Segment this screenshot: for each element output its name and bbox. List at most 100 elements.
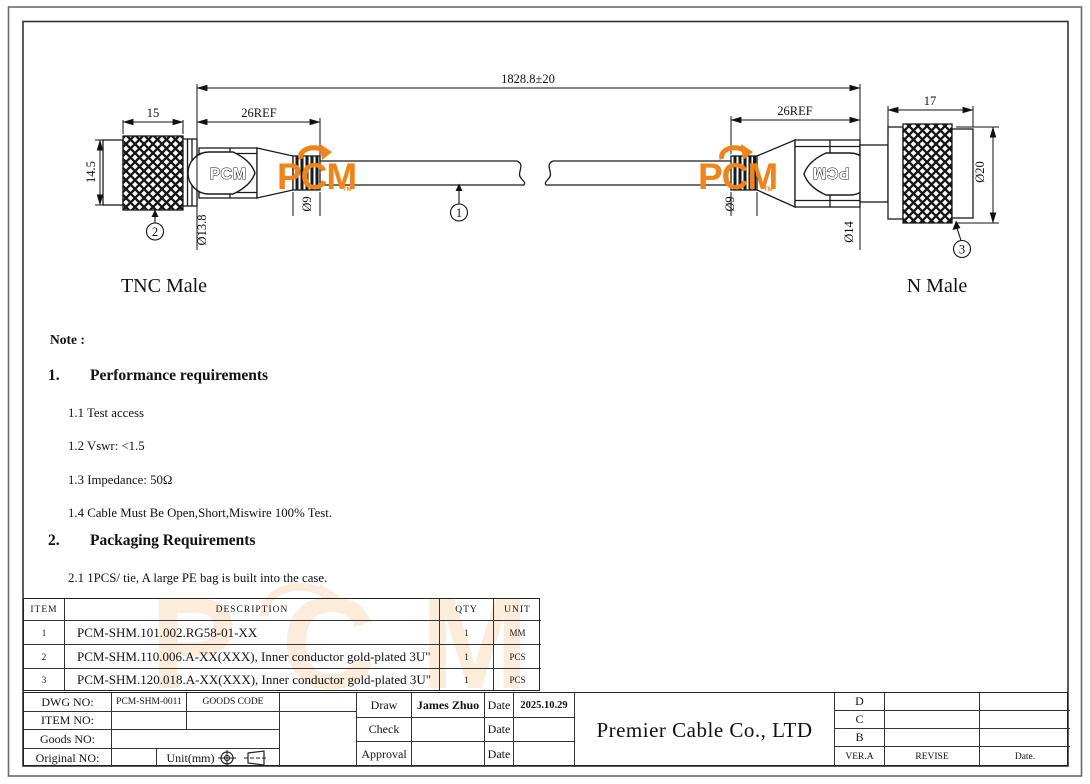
empty-cell	[280, 693, 357, 712]
knurl-right	[902, 123, 953, 224]
bom-header-unit: UNIT	[494, 599, 541, 621]
bom-row-item: 2	[24, 645, 65, 669]
rev-date	[980, 711, 1070, 729]
section-1-heading: 1. Performance requirements	[48, 367, 268, 385]
bom-row-item: 1	[24, 621, 65, 645]
dwg-no-label: DWG NO:	[24, 693, 112, 712]
balloon-3: 3	[959, 243, 965, 257]
dim-overall: 1828.8±20	[501, 72, 555, 86]
notes-title: Note :	[50, 332, 85, 347]
bom-row-unit: PCS	[509, 674, 526, 685]
bom-row-item: 3	[24, 669, 65, 690]
note-item-1-3: 1.3 Impedance: 50Ω	[68, 473, 173, 487]
emboss-text-right: PCM	[812, 164, 849, 181]
dim-right-width: 17	[924, 94, 937, 108]
bom-table: ITEM DESCRIPTION QTY UNIT 1 PCM-SHM.101.…	[23, 598, 541, 691]
bom-header-description: DESCRIPTION	[65, 599, 440, 621]
n-connector-drawing: PCM	[730, 123, 974, 224]
bom-row-qty: 1	[440, 621, 494, 645]
original-no-label: Original NO:	[24, 749, 112, 767]
draw-name: James Zhuo	[412, 693, 485, 718]
balloon-2: 2	[152, 225, 158, 239]
section-2-number: 2.	[48, 532, 60, 549]
check-name	[412, 718, 485, 742]
note-item-1-4: 1.4 Cable Must Be Open,Short,Miswire 100…	[68, 506, 333, 520]
approval-label: Approval	[357, 742, 412, 767]
original-no-value	[112, 749, 157, 767]
watermark-logo: PCM	[150, 570, 574, 716]
svg-text:PCM: PCM	[150, 570, 574, 716]
bom-header-item: ITEM	[24, 599, 65, 621]
pcm-logo-left: PCM TM	[277, 144, 357, 197]
dia-outer-right: Ø20	[973, 161, 987, 183]
sheet-border	[7, 6, 1083, 777]
ver-label: VER.A	[835, 747, 885, 767]
dim-left-ref: 26REF	[241, 106, 276, 120]
dia-boot-right: Ø9	[723, 196, 737, 211]
label-n-male: N Male	[907, 275, 968, 297]
section-1-title: Performance requirements	[90, 367, 269, 384]
check-date-value	[514, 718, 575, 742]
company-name: Premier Cable Co., LTD	[575, 693, 835, 767]
item-no-label: ITEM NO:	[24, 712, 112, 730]
knurl-left	[122, 135, 184, 211]
projection-symbol-icon	[217, 750, 268, 766]
note-item-1-1: 1.1 Test access	[68, 406, 144, 420]
revise-label: REVISE	[885, 747, 980, 767]
note-item-2-1: 2.1 1PCS/ tie, A large PE bag is built i…	[68, 571, 328, 585]
dia-coupling: Ø13.8	[195, 215, 209, 246]
unit-label: Unit(mm)	[166, 750, 215, 765]
note-item-1-2: 1.2 Vswr: <1.5	[68, 439, 145, 453]
check-label: Check	[357, 718, 412, 742]
emboss-badge-left: PCM	[187, 151, 256, 195]
approval-name	[412, 742, 485, 767]
rev-letter-d: D	[835, 693, 885, 711]
empty-cell	[280, 712, 357, 767]
title-block: DWG NO: PCM-SHM-0011 GOODS CODE ITEM NO:…	[23, 692, 1070, 767]
bom-row-description: PCM-SHM.120.018.A-XX(XXX), Inner conduct…	[65, 669, 440, 690]
balloon-1: 1	[456, 206, 462, 220]
dim-left-height: 14.5	[84, 161, 98, 183]
bom-row-qty: 1	[440, 645, 494, 669]
label-tnc-male: TNC Male	[121, 275, 207, 297]
empty-cell	[187, 712, 280, 730]
boot-left	[292, 155, 321, 191]
bom-row-qty: 1	[440, 669, 494, 690]
dwg-no-value: PCM-SHM-0011	[112, 693, 187, 712]
rev-date	[980, 693, 1070, 711]
emboss-text-left: PCM	[209, 166, 246, 183]
dimensions	[95, 84, 999, 250]
logo-tm-right: TM	[764, 187, 773, 193]
draw-date-label: Date	[485, 693, 514, 718]
tnc-connector-drawing: PCM	[102, 135, 321, 211]
unit-cell: Unit(mm)	[157, 749, 280, 767]
check-date-label: Date	[485, 718, 514, 742]
dim-left-width: 15	[147, 106, 160, 120]
balloons: 1 2 3	[145, 183, 972, 259]
dimension-texts: 1828.8±20 15 26REF 26REF 17 14.5 Ø13.8 Ø…	[84, 72, 987, 245]
dia-boot-left: Ø9	[300, 196, 314, 211]
svg-text:PCM: PCM	[698, 156, 777, 197]
logo-tm-left: TM	[343, 187, 352, 193]
draw-date-value: 2025.10.29	[514, 693, 575, 718]
bom-header-qty: QTY	[440, 599, 494, 621]
rev-date	[980, 729, 1070, 747]
item-no-value	[112, 712, 187, 730]
goods-no-value	[112, 730, 280, 749]
rev-desc	[885, 729, 980, 747]
bom-row-description: PCM-SHM.110.006.A-XX(XXX), Inner conduct…	[65, 645, 440, 669]
rev-desc	[885, 693, 980, 711]
bom-row-unit: PCS	[494, 645, 541, 669]
section-2-heading: 2. Packaging Requirements	[48, 532, 255, 550]
section-1-number: 1.	[48, 367, 60, 384]
boot-right	[730, 155, 758, 191]
goods-code-label: GOODS CODE	[187, 693, 280, 712]
bom-row-description: PCM-SHM.101.002.RG58-01-XX	[65, 621, 440, 645]
rev-letter-b: B	[835, 729, 885, 747]
draw-label: Draw	[357, 693, 412, 718]
approval-date-value	[514, 742, 575, 767]
section-2-title: Packaging Requirements	[90, 532, 256, 549]
emboss-badge-right: PCM	[803, 152, 872, 196]
